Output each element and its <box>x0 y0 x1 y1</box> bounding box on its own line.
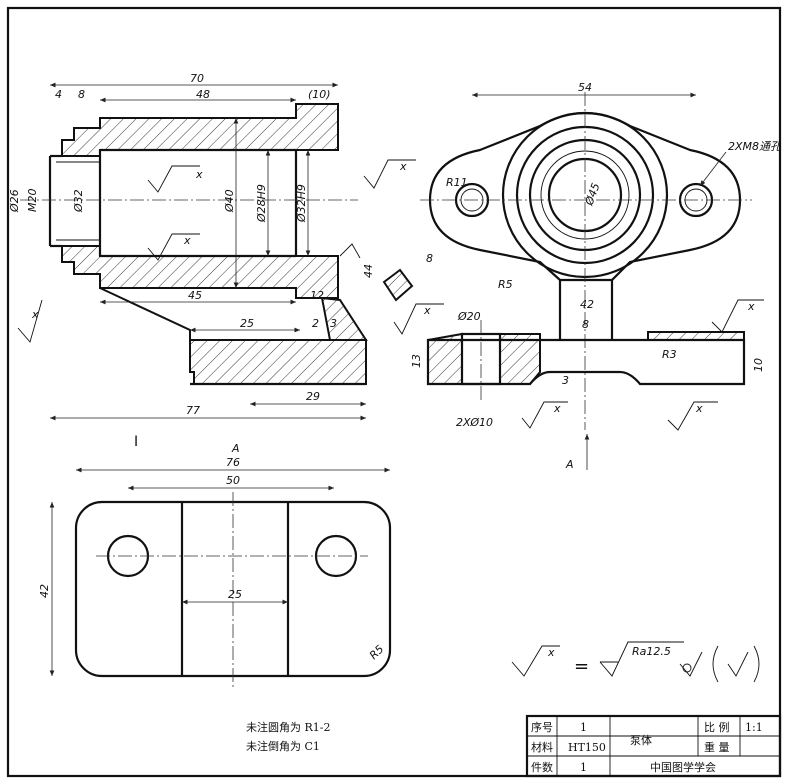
dim-45: 45 <box>188 289 202 302</box>
dim-d40: Ø40 <box>223 189 236 213</box>
dim-8: 8 <box>78 88 85 101</box>
dim-d26: Ø26 <box>8 189 21 213</box>
surface-finish-legend: x = Ra12.5 <box>511 641 760 683</box>
tb-part-name: 泵体 <box>630 733 652 747</box>
side-base-mid-section <box>499 333 541 385</box>
front-upper-wall <box>61 103 339 157</box>
roughness-x-side-3: x <box>747 300 755 313</box>
dim-3: 3 <box>330 317 337 330</box>
side-base <box>426 338 746 386</box>
dim-10s: 10 <box>752 358 765 372</box>
side-ring-4 <box>540 150 630 240</box>
dim-8b: 8 <box>426 252 433 265</box>
dim-3s: 3 <box>562 374 569 387</box>
roughness-symbol-side-3 <box>711 299 764 333</box>
roughness-symbol-left <box>17 299 43 343</box>
dim-25: 25 <box>240 317 254 330</box>
roughness-x-left: x <box>31 308 39 321</box>
bottom-view: A I 76 50 42 25 R5 <box>38 434 392 688</box>
dim-25b: 25 <box>228 588 242 601</box>
dim-d32h9: Ø32H9 <box>295 184 308 223</box>
bottom-view-mark: I <box>134 434 138 450</box>
dim-29: 29 <box>306 390 320 403</box>
legend-x: x <box>547 646 555 659</box>
roughness-symbol-2 <box>147 233 200 261</box>
tb-material-label: 材料 <box>531 740 553 754</box>
dim-50: 50 <box>226 474 240 487</box>
legend-circle <box>682 663 692 673</box>
dim-d32: Ø32 <box>72 189 85 213</box>
tb-serial-value: 1 <box>580 721 587 734</box>
front-right-web <box>320 296 368 341</box>
dim-70: 70 <box>190 72 204 85</box>
tb-organization: 中国图学学会 <box>650 760 716 774</box>
roughness-x-side-1: x <box>553 402 561 415</box>
tb-material-value: HT150 <box>568 741 606 754</box>
roughness-x-side-2: x <box>695 402 703 415</box>
view-arrow-label: A <box>565 458 574 471</box>
tb-count-label: 件数 <box>531 761 553 774</box>
roughness-symbol-side-1 <box>521 401 568 429</box>
roughness-x-5: x <box>423 304 431 317</box>
legend-roughness-x <box>511 645 560 677</box>
dim-13: 13 <box>410 354 423 368</box>
detail-section <box>382 268 414 302</box>
tb-scale-value: 1:1 <box>745 721 763 734</box>
roughness-symbol-5 <box>393 303 444 335</box>
dim-r5b: R5 <box>367 643 387 663</box>
side-base-left-section <box>427 332 463 385</box>
roughness-x-3: x <box>399 160 407 173</box>
dim-77: 77 <box>186 404 200 417</box>
legend-ra: Ra12.5 <box>632 645 671 658</box>
legend-bracket-symbol <box>712 645 760 683</box>
front-section-view: 70 4 8 48 (10) Ø26 M20 Ø32 Ø40 Ø28H9 Ø32… <box>8 72 444 421</box>
dim-44: 44 <box>362 264 375 278</box>
dim-12: 12 <box>310 289 324 302</box>
dim-d28h9: Ø28H9 <box>255 184 268 223</box>
dim-r11: R11 <box>446 176 468 189</box>
dim-holes: 2XØ10 <box>456 416 493 429</box>
dim-4: 4 <box>55 88 62 101</box>
leader-thread <box>699 151 727 187</box>
roughness-symbol-4 <box>339 243 361 259</box>
legend-eq: = <box>574 656 589 677</box>
dim-d20: Ø20 <box>457 310 481 323</box>
dim-76: 76 <box>226 456 240 469</box>
dim-48: 48 <box>196 88 210 101</box>
dim-8s: 8 <box>582 318 589 331</box>
tb-weight-label: 重 量 <box>704 740 730 754</box>
roughness-symbol-1 <box>147 165 200 193</box>
title-block-frame <box>525 714 782 778</box>
side-stem <box>558 280 614 340</box>
side-base-right-section <box>647 331 745 341</box>
roughness-symbol-3 <box>363 159 416 189</box>
legend-unmachined-symbol <box>679 651 703 677</box>
dim-42b: 42 <box>38 584 51 598</box>
dim-m20: M20 <box>26 189 39 213</box>
roughness-x-1: x <box>195 168 203 181</box>
dim-r3: R3 <box>662 348 677 361</box>
note-fillet: 未注圆角为 R1-2 <box>246 720 331 734</box>
tb-count-value: 1 <box>580 761 587 774</box>
legend-roughness-ra <box>599 641 684 677</box>
bottom-view-title: A <box>231 442 240 455</box>
roughness-x-2: x <box>183 234 191 247</box>
dim-thread: 2XM8通孔 <box>728 140 782 153</box>
dim-42: 42 <box>580 298 594 311</box>
dim-r5: R5 <box>498 278 513 291</box>
side-view: 54 2XM8通孔 R11 Ø45 R5 42 Ø20 8 13 R3 10 3… <box>410 81 782 471</box>
dim-54: 54 <box>578 81 592 94</box>
note-chamfer: 未注倒角为 C1 <box>246 739 320 753</box>
dim-10: (10) <box>308 88 331 101</box>
dim-2: 2 <box>312 317 319 330</box>
roughness-symbol-side-2 <box>667 401 718 431</box>
tb-serial-label: 序号 <box>531 720 553 734</box>
title-block: 序号 1 材料 HT150 件数 1 泵体 比 例 1:1 重 量 中国图学学会 <box>525 714 782 778</box>
tb-scale-label: 比 例 <box>704 720 730 734</box>
